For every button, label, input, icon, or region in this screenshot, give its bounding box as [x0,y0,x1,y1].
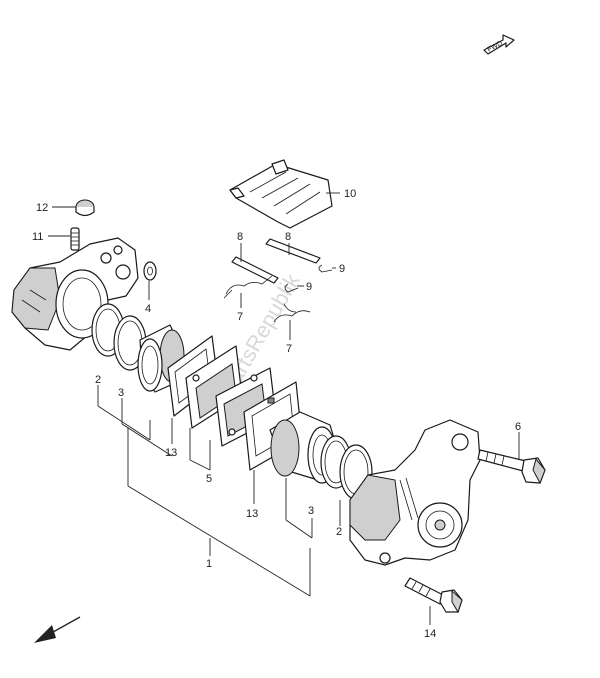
label-6: 6 [515,421,521,433]
label-12: 12 [36,202,48,214]
label-2-left: 2 [95,374,101,386]
label-5: 5 [206,473,212,485]
pad-hanger-spring-left [223,275,273,299]
caliper-housing-right [349,419,481,566]
pad-spring [229,159,333,229]
washer [143,261,157,281]
caliper-bolt-upper [477,449,546,485]
label-1: 1 [206,558,212,570]
bleeder-screw [70,227,80,251]
pin-clip-upper [318,264,333,273]
label-7-left: 7 [237,311,243,323]
pad-pin-left [231,256,279,284]
label-10: 10 [344,188,356,200]
label-3-left: 3 [118,387,124,399]
part-labels: 12 11 4 2 3 13 5 13 3 2 1 10 8 8 9 9 7 7… [32,188,521,640]
fwd-label: FWD [486,40,503,54]
label-4: 4 [145,303,151,315]
label-3-right: 3 [308,505,314,517]
direction-arrow-icon [34,616,81,643]
pin-clip-lower [284,283,299,293]
label-7-right: 7 [286,343,292,355]
pad-hanger-spring-right [273,303,311,323]
pad-pin-right [265,238,321,264]
label-2-right: 2 [336,526,342,538]
label-9-upper: 9 [339,263,345,275]
caliper-housing-left [11,237,139,351]
label-13-right: 13 [246,508,258,520]
leader-lines [48,192,520,625]
label-8-left: 8 [237,231,243,243]
brake-pad-left [185,345,243,429]
label-14: 14 [424,628,436,640]
bleeder-cap [75,199,95,217]
label-13-left: 13 [165,447,177,459]
label-11: 11 [32,231,43,243]
fwd-arrow-icon: FWD [483,34,515,55]
label-8-right: 8 [285,231,291,243]
caliper-bolt-lower [404,577,463,614]
label-9-lower: 9 [306,281,312,293]
